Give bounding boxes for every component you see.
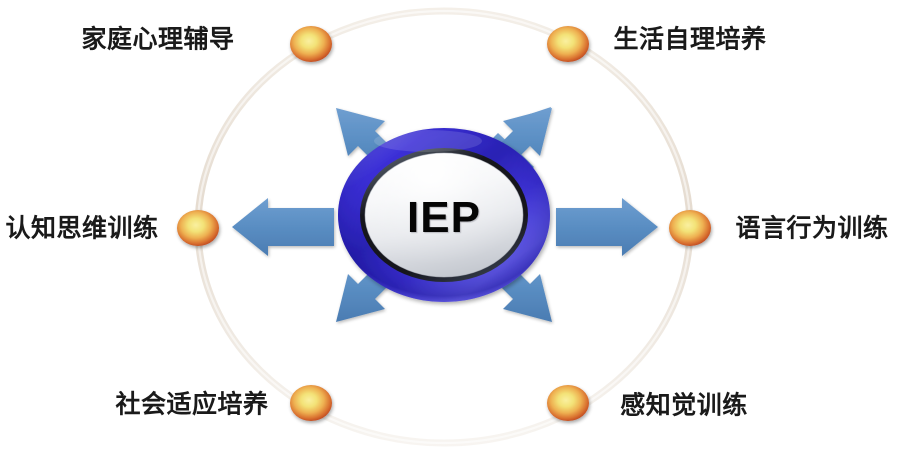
arrow-group (232, 107, 658, 322)
node-marker-family-psych-counseling[interactable] (290, 26, 332, 62)
arrow-right (556, 198, 658, 256)
node-label-cognitive-thinking-training[interactable]: 认知思维训练 (5, 215, 159, 243)
node-label-language-behavior-training[interactable]: 语言行为训练 (735, 215, 889, 243)
center-hub-label: IEP (407, 193, 481, 242)
arrow-left (232, 198, 334, 256)
node-marker-social-adaptation-training[interactable] (290, 385, 332, 421)
node-label-social-adaptation-training[interactable]: 社会适应培养 (115, 391, 269, 419)
node-marker-cognitive-thinking-training[interactable] (177, 210, 219, 246)
node-label-sensory-perception-training[interactable]: 感知觉训练 (620, 392, 748, 420)
node-marker-language-behavior-training[interactable] (669, 210, 711, 246)
center-hub[interactable] (338, 128, 550, 302)
node-marker-daily-living-skills[interactable] (547, 26, 589, 62)
node-marker-sensory-perception-training[interactable] (547, 385, 589, 421)
node-marker-group (177, 26, 711, 421)
node-label-daily-living-skills[interactable]: 生活自理培养 (613, 26, 767, 54)
node-label-family-psych-counseling[interactable]: 家庭心理辅导 (81, 26, 235, 54)
